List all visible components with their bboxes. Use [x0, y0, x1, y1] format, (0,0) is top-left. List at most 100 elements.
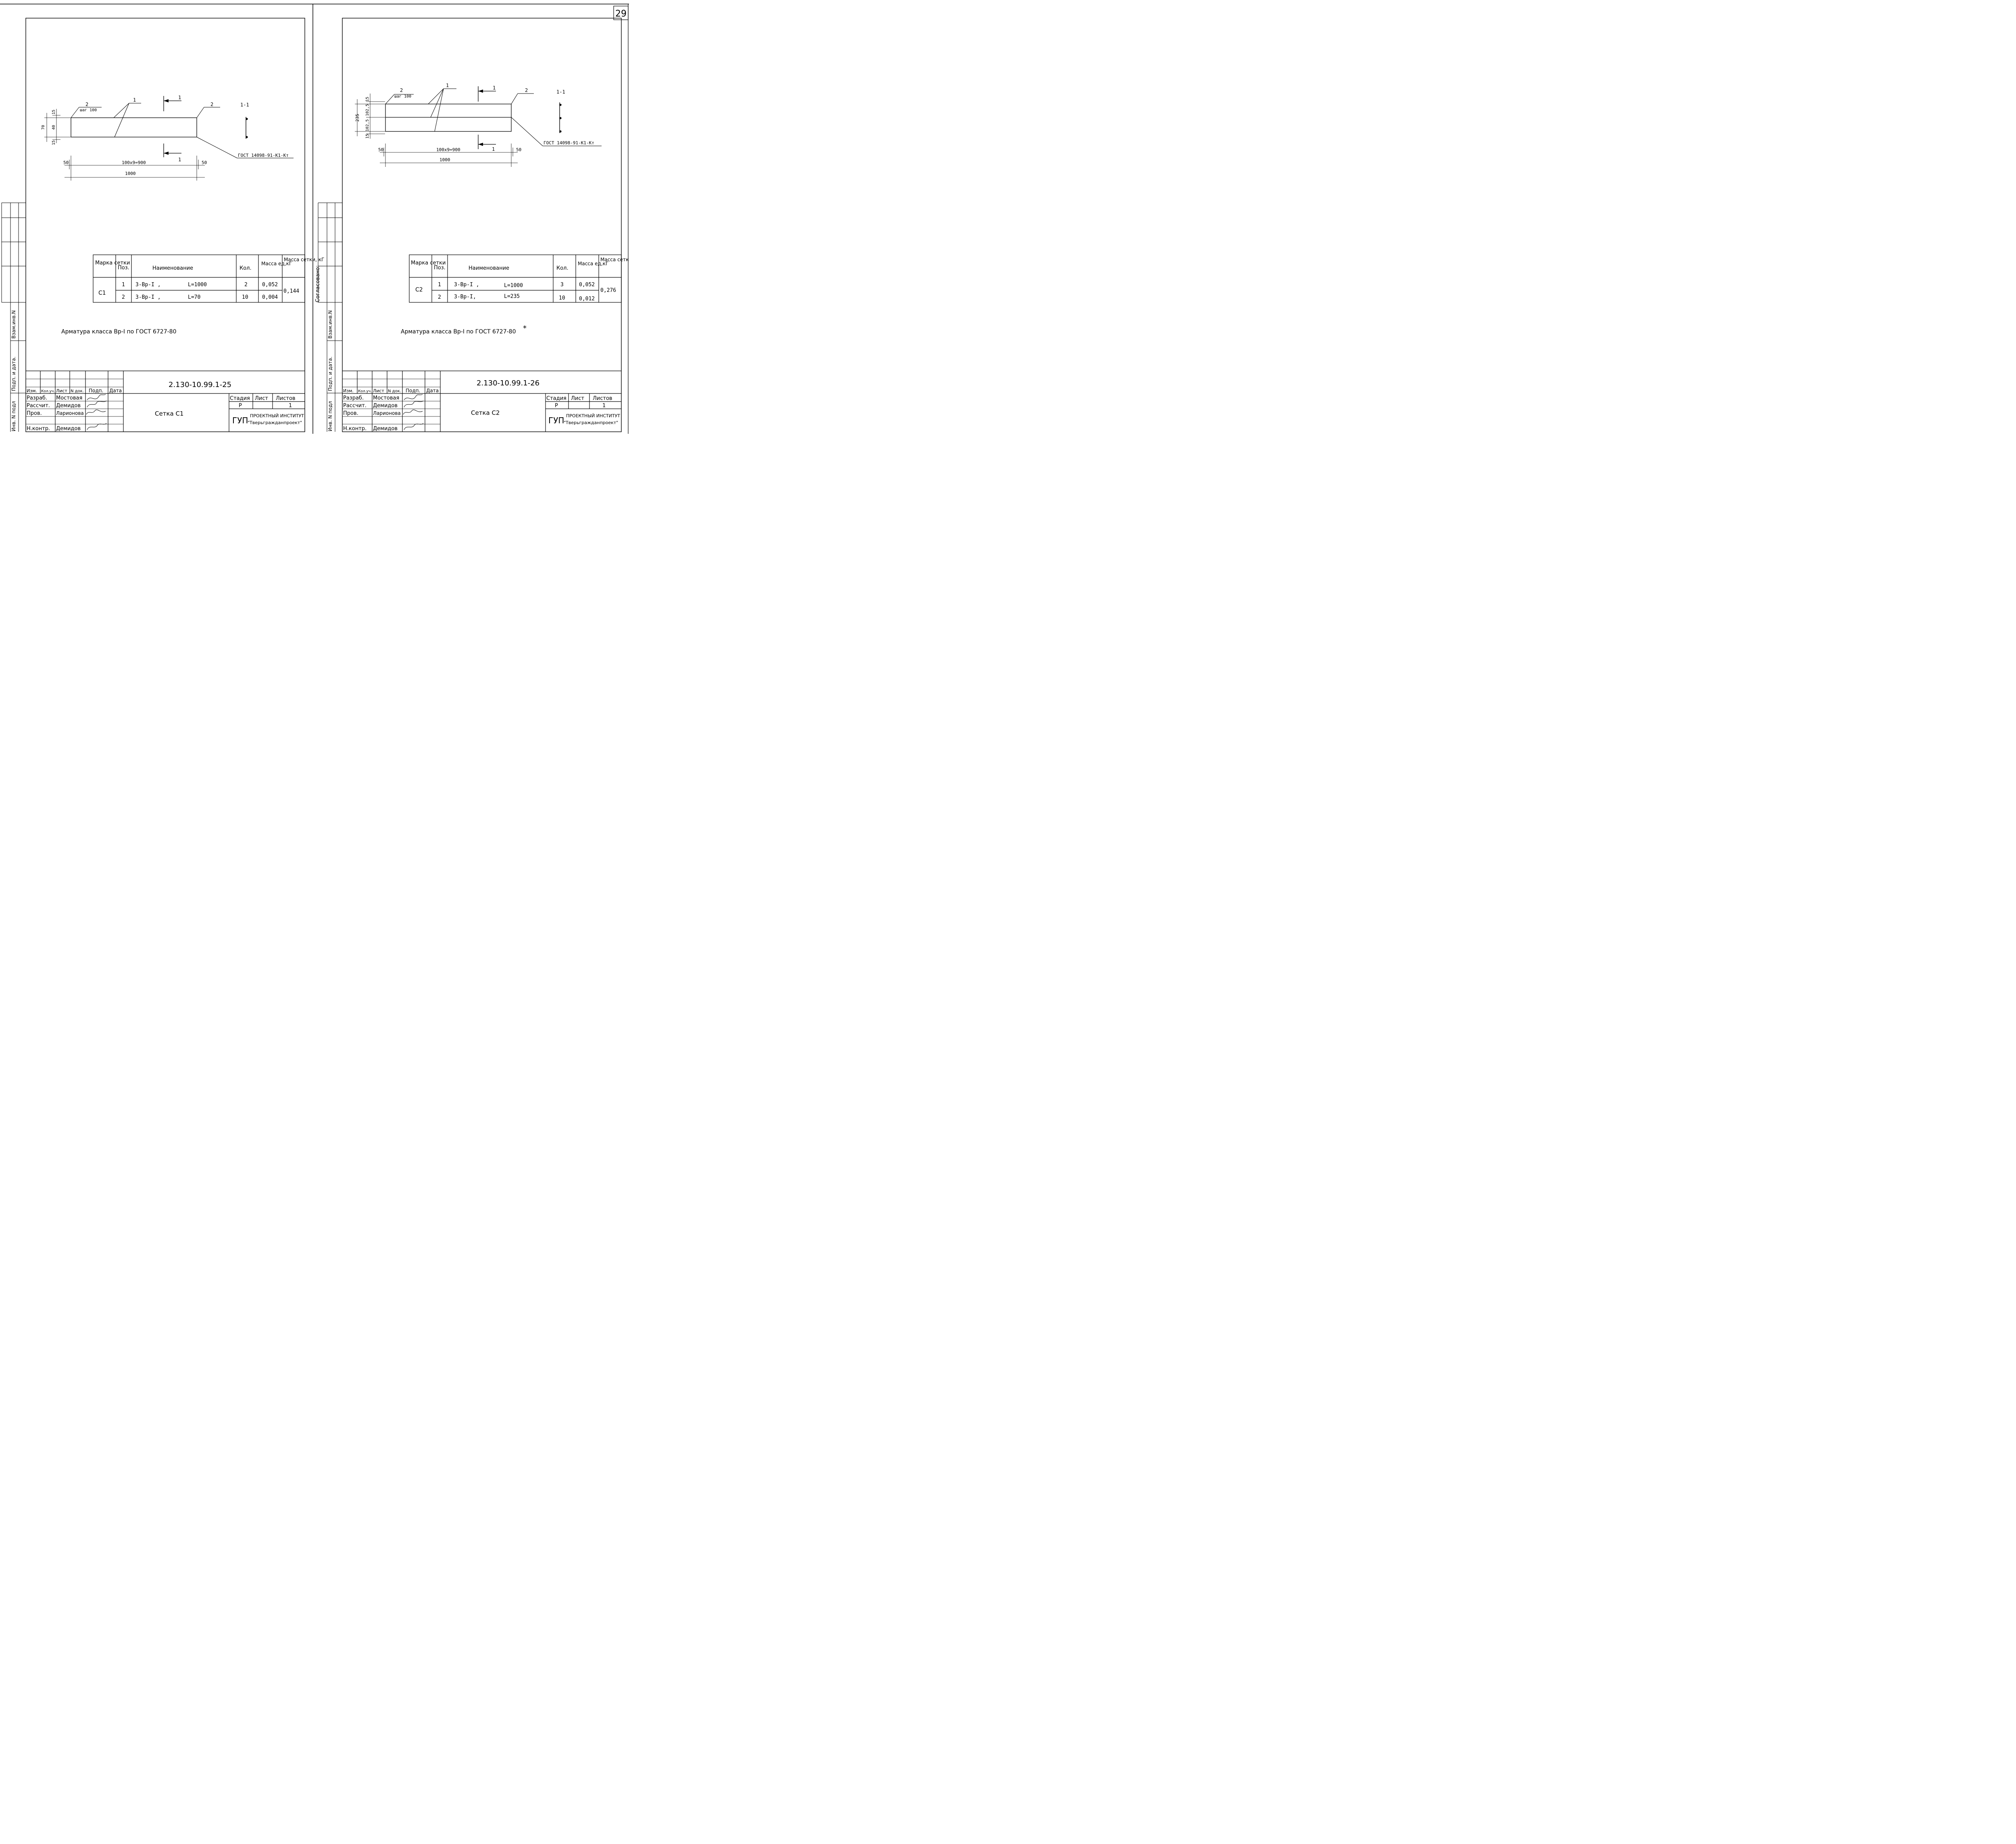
spec-header-unit-mass: Масса ед,кГ	[578, 261, 608, 266]
podp-data-label: Подп. и дата.	[11, 356, 17, 391]
section-mark-bottom: 1	[178, 157, 181, 162]
signature	[403, 410, 423, 415]
spec-header-name: Наименование	[152, 265, 193, 271]
section-title: 1-1	[556, 89, 565, 95]
step-label: шаг 100	[80, 108, 97, 112]
podp-data-label: Подп. и дата.	[327, 356, 333, 391]
spec-total-mass: 0,144	[283, 288, 299, 294]
spec-row-name: 3-Вр-I ,	[135, 282, 161, 288]
pos-left-label: 2	[85, 102, 88, 107]
pos-right-label: 2	[210, 102, 213, 107]
col-izm: Изм.	[343, 388, 354, 393]
col-podp: Подп.	[89, 388, 103, 393]
name-nkontr: Демидов	[373, 426, 398, 432]
spec-row-qty: 10	[559, 295, 565, 301]
spec-header-qty: Кол.	[240, 265, 252, 271]
role-prov: Пров.	[27, 410, 42, 416]
signature	[404, 394, 423, 400]
steel-note-asterisk: *	[523, 324, 527, 333]
spec-header-unit-mass: Масса ед,кГ	[261, 261, 292, 266]
spec-header-pos: Поз.	[434, 265, 446, 271]
spec-row-pos: 2	[438, 294, 441, 300]
sheet-frame	[25, 18, 305, 432]
dim-end-left: 50	[378, 147, 383, 152]
spec-row-unit-mass: 0,004	[262, 294, 278, 300]
org-line1: ПРОЕКТНЫЙ ИНСТИТУТ	[250, 413, 304, 418]
signature	[87, 423, 107, 430]
spec-total-mass: 0,276	[600, 287, 616, 293]
sheet-right: Согласовано: Взам.инв.N Подп. и дата. Ин…	[315, 18, 641, 432]
dim-end-left: 50	[63, 160, 69, 165]
section-mark-top: 1	[493, 85, 496, 91]
signature	[87, 394, 106, 400]
col-data: Дата	[109, 388, 122, 393]
steel-note: Арматура класса Вр-I по ГОСТ 6727-80	[61, 329, 177, 335]
spec-header-qty: Кол.	[556, 265, 569, 271]
role-razrab: Разраб.	[343, 395, 364, 401]
pos-1-label: 1	[446, 83, 449, 88]
spec-row-unit-mass: 0,052	[262, 282, 278, 288]
stage-label: Стадия	[546, 395, 566, 402]
sheet-left: Взам.инв.N Подп. и дата. Инв. N подл	[1, 18, 324, 432]
signature	[404, 423, 424, 430]
spec-row-pos: 2	[122, 294, 125, 300]
role-nkontr: Н.контр.	[343, 426, 367, 432]
col-kol-uch: Кол.уч.	[358, 389, 372, 393]
spec-row-length: L=235	[504, 293, 520, 300]
doc-code: 2.130-10.99.1-25	[169, 381, 231, 389]
section-arrow-bottom	[164, 152, 169, 155]
name-rasschit: Демидов	[56, 403, 81, 409]
spec-header-mark: Марка сетки	[411, 260, 446, 266]
spec-row-length: L=1000	[188, 282, 207, 288]
col-n-dok: N док.	[388, 389, 401, 393]
dim-middle: 100x9=900	[122, 160, 146, 165]
dim-end-right: 50	[516, 147, 521, 152]
section-arrow-top	[164, 99, 169, 102]
col-izm: Изм.	[27, 388, 37, 393]
org-abbr: ГУП	[232, 416, 248, 425]
vzam-label: Взам.инв.N	[327, 310, 333, 339]
name-nkontr: Демидов	[56, 426, 81, 432]
col-data: Дата	[426, 388, 439, 393]
pos-left-label: 2	[400, 87, 403, 93]
dim-middle: 100x9=900	[436, 147, 460, 152]
page-number-box: 29	[613, 6, 629, 20]
role-razrab: Разраб.	[27, 395, 47, 401]
section-mark-bottom: 1	[492, 146, 495, 152]
spec-header-total-mass: Масса сетки, кГ	[284, 257, 324, 262]
spec-row-pos: 1	[438, 282, 441, 288]
spec-row-unit-mass: 0,012	[579, 296, 595, 302]
spec-row-name: 3-Вр-I,	[454, 294, 476, 300]
sheet-label: Лист	[571, 395, 584, 402]
title-block	[26, 370, 305, 432]
spec-mark: С2	[415, 287, 423, 293]
spec-row-qty: 3	[560, 282, 564, 288]
col-list: Лист	[56, 388, 67, 393]
name-prov: Ларионова	[373, 410, 401, 416]
sheet-name: Сетка С2	[471, 409, 500, 416]
signature	[86, 410, 106, 415]
section-bar-dot	[559, 130, 562, 133]
dim-vertical-total: 70	[41, 125, 46, 130]
spec-header-pos: Поз.	[118, 265, 129, 271]
title-block	[342, 370, 621, 432]
signature	[404, 400, 424, 408]
section-mark-top: 1	[178, 95, 181, 100]
section-bar-dot	[246, 136, 248, 138]
dim-total: 1000	[125, 171, 136, 176]
gost-note: ГОСТ 14098-91-К1-Кт	[238, 153, 289, 158]
org-abbr: ГУП	[548, 416, 564, 425]
name-razrab: Мостовая	[373, 395, 399, 401]
doc-code: 2.130-10.99.1-26	[477, 379, 539, 387]
org-line2: "Тверьгражданпроект"	[564, 420, 618, 425]
step-label: шаг 100	[394, 94, 411, 99]
role-prov: Пров.	[343, 410, 358, 416]
spec-row-name: 3-Вр-I ,	[135, 294, 161, 300]
dim-end-right: 50	[202, 160, 207, 165]
role-rasschit: Рассчит.	[343, 403, 367, 409]
spec-row-qty: 10	[242, 294, 248, 300]
spec-table	[409, 254, 622, 303]
sheets-count: 1	[289, 403, 292, 409]
drawing-page: 29 Взам.инв.N Подп. и дата. Инв. N подл	[0, 0, 641, 434]
steel-note: Арматура класса Вр-I по ГОСТ 6727-80	[401, 329, 516, 335]
